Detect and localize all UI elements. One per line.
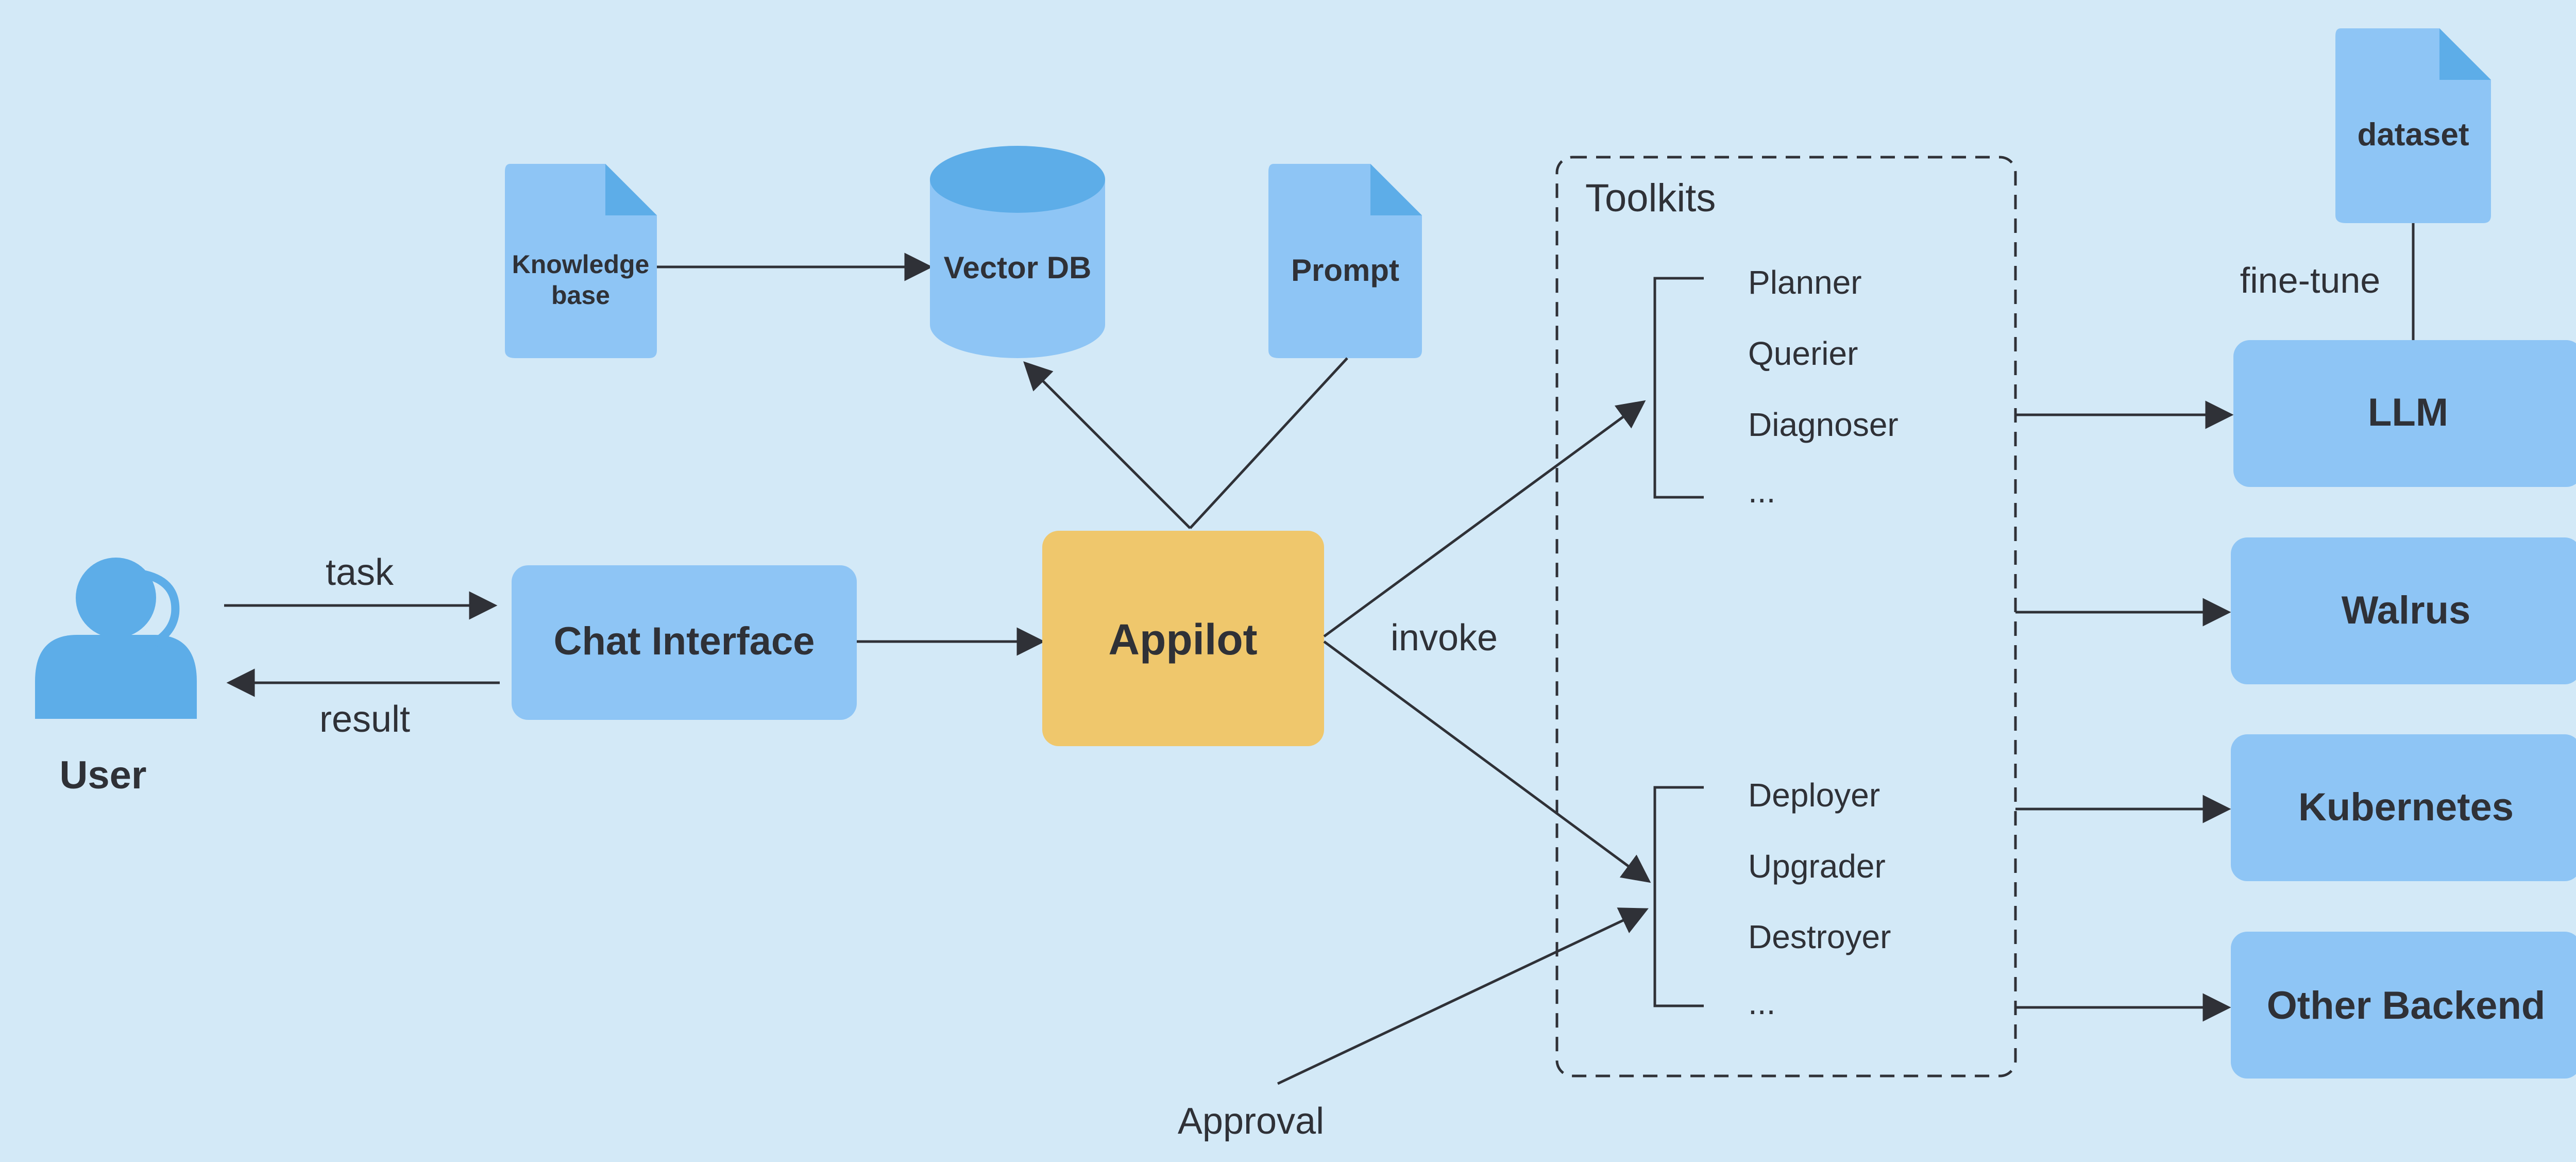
kubernetes-label: Kubernetes (2298, 785, 2514, 829)
kubernetes-box (2231, 734, 2576, 881)
vector-db-label: Vector DB (944, 250, 1092, 285)
toolkit-item-deployer: Deployer (1748, 777, 1880, 814)
walrus-label: Walrus (2342, 588, 2471, 632)
prompt-to-appilot-line (1189, 357, 1348, 529)
toolkit-item-querier: Querier (1748, 335, 1858, 372)
appilot-label: Appilot (1108, 615, 1257, 664)
toolkit-group1-bracket (1653, 277, 1704, 499)
walrus-box (2231, 537, 2576, 684)
chat-interface-label: Chat Interface (554, 619, 815, 663)
toolkit-item-ellipsis-1: ... (1748, 473, 1775, 510)
toolkit-item-destroyer: Destroyer (1748, 918, 1891, 955)
database-icon (930, 146, 1105, 358)
toolkit-item-diagnoser: Diagnoser (1748, 406, 1899, 443)
appilot-box (1042, 531, 1324, 746)
approval-label: Approval (1178, 1101, 1324, 1142)
toolkits-container (1555, 156, 2017, 1077)
invoke-arrow-bottom (1323, 640, 1651, 883)
toolkit-item-ellipsis-2: ... (1748, 984, 1775, 1021)
approval-arrow (1277, 907, 1649, 1085)
toolkit-item-upgrader: Upgrader (1748, 848, 1886, 885)
dataset-doc (2335, 28, 2491, 223)
toolkit-item-planner: Planner (1748, 264, 1862, 301)
other-backend-box (2231, 932, 2576, 1079)
prompt-doc (1268, 164, 1422, 358)
prompt-label: Prompt (1291, 253, 1399, 288)
toolkit-group2-bracket (1653, 786, 1704, 1007)
llm-label: LLM (2368, 391, 2448, 434)
chat-interface-box (512, 565, 857, 720)
invoke-label: invoke (1391, 617, 1498, 659)
invoke-arrow-top (1323, 400, 1646, 638)
knowledge-base-doc (505, 164, 657, 358)
toolkits-title: Toolkits (1585, 176, 1716, 220)
task-label: task (326, 552, 394, 593)
knowledge-base-label-line2: base (551, 281, 610, 310)
knowledge-base-label-line1: Knowledge (512, 250, 650, 279)
other-backend-label: Other Backend (2267, 984, 2546, 1028)
dataset-label: dataset (2357, 117, 2469, 153)
llm-box (2233, 340, 2576, 487)
result-label: result (319, 699, 410, 740)
user-icon (35, 558, 197, 719)
user-label: User (60, 753, 147, 797)
appilot-to-vectordb-arrow (1023, 361, 1191, 529)
fine-tune-label: fine-tune (2240, 260, 2380, 300)
